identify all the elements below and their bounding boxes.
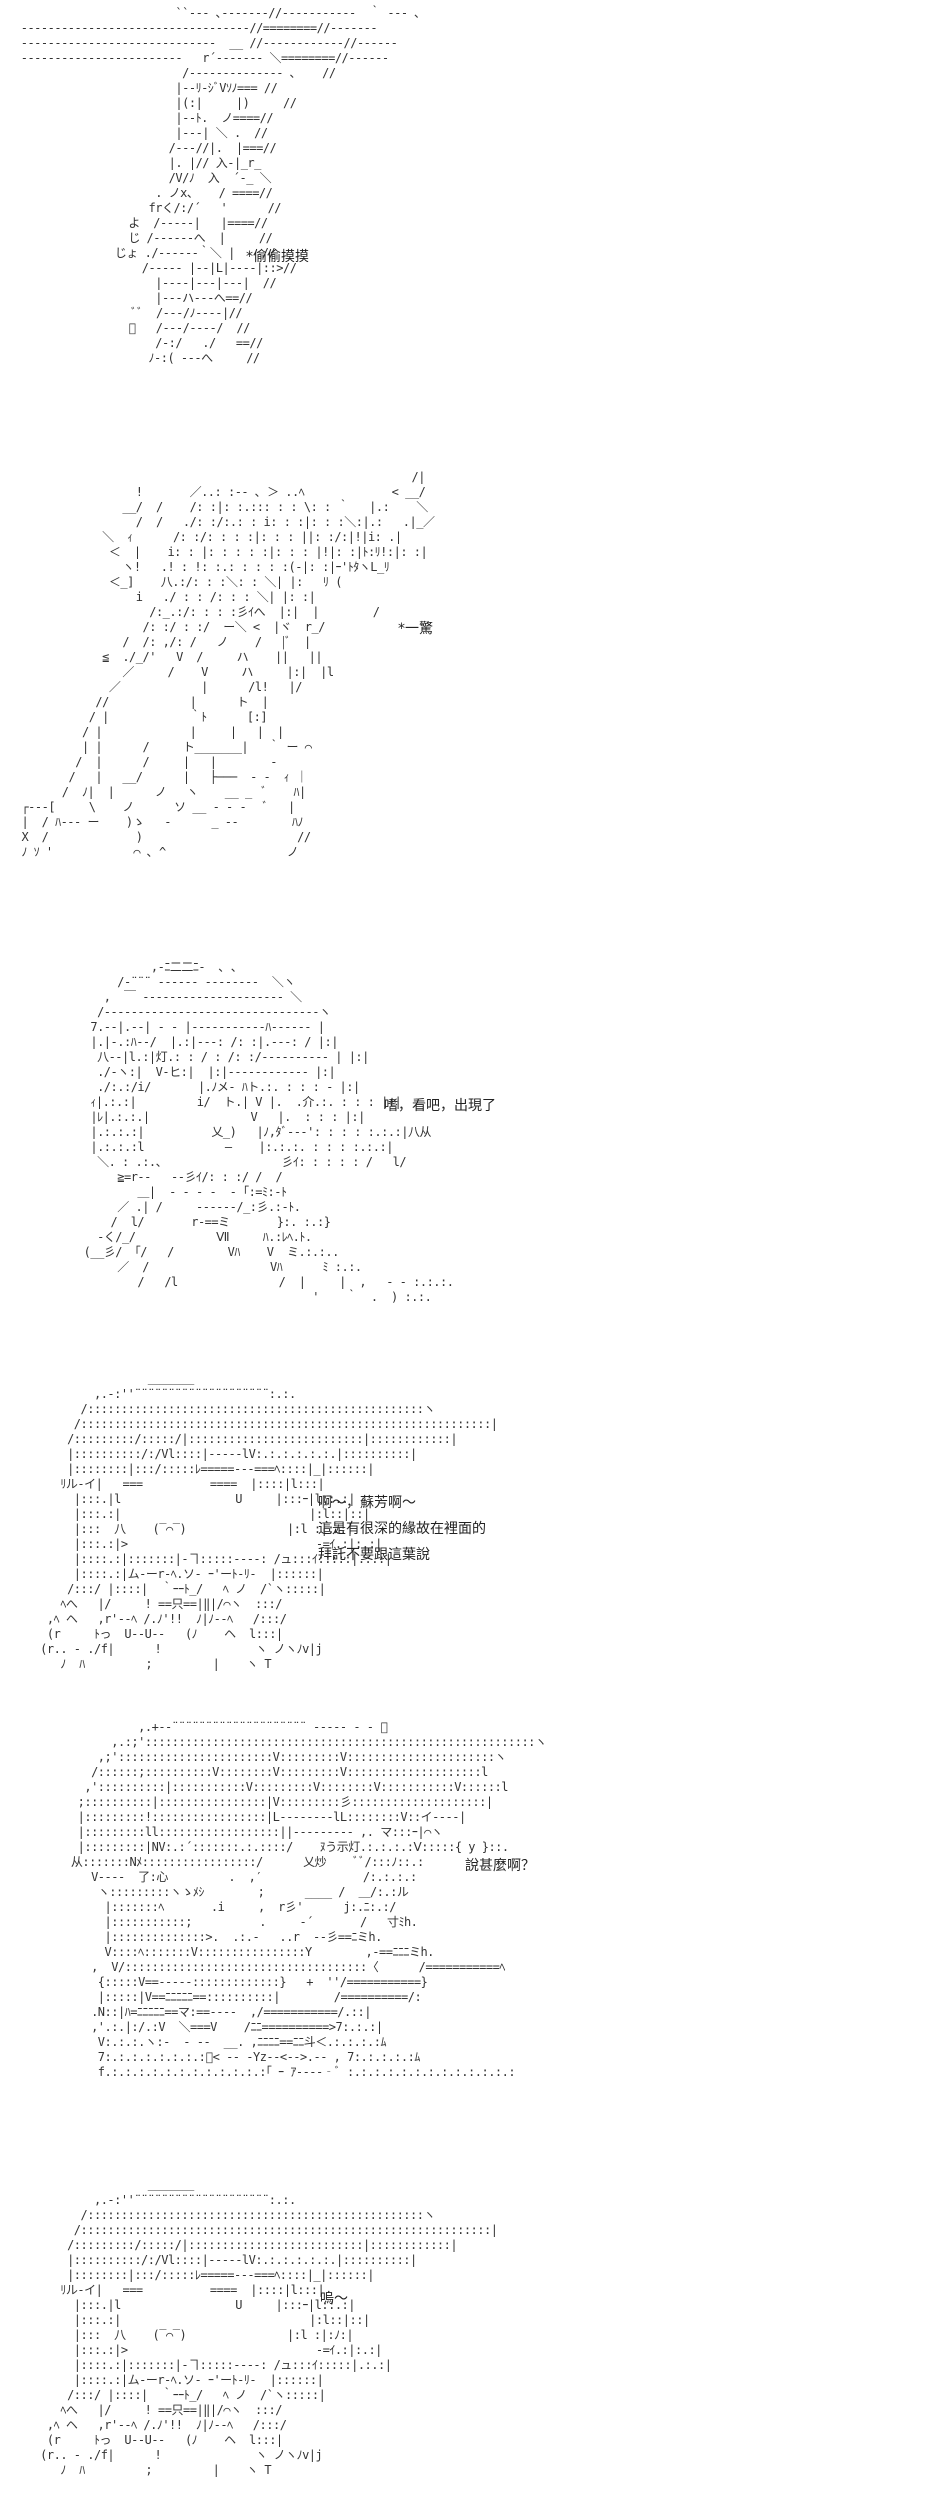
ascii-art-startled-figure: /| ! ／..: :‐‐ ､ ＞ ..ﾍ < __/ __/ / /: :|:… — [21, 470, 435, 859]
ascii-art-sneaking-figure: ``-‐- ､‐‐‐‐‐‐‐//‐‐‐‐‐‐‐‐‐‐‐ ｀ -‐- ､ ‐‐‐‐… — [20, 6, 421, 365]
sound-effect-text: *偷偷摸摸 — [246, 249, 309, 265]
speech-text: 拜託不要跟這葉說 — [318, 1547, 430, 1563]
panel-6: ＿＿＿＿ ,.‐:''¨¨¨¨¨¨¨¨¨¨¨¨¨¨¨¨¨¨¨¨:.:. /:::… — [0, 2160, 950, 2520]
panel-3: ,‐ﾆ二二ﾆ‐ ､ 、 /‐¨¨¨ ‐‐‐‐‐‐ ‐‐‐‐‐‐‐‐ ＼ヽ , ￣… — [0, 940, 950, 1320]
ascii-art-girl-portrait: ＿＿＿＿ ,.‐:''¨¨¨¨¨¨¨¨¨¨¨¨¨¨¨¨¨¨¨¨:.:. /:::… — [40, 2178, 498, 2477]
panel-2: /| ! ／..: :‐‐ ､ ＞ ..ﾍ < __/ __/ / /: :|:… — [0, 460, 950, 940]
panel-1: ``-‐- ､‐‐‐‐‐‐‐//‐‐‐‐‐‐‐‐‐‐‐ ｀ -‐- ､ ‐‐‐‐… — [0, 0, 950, 460]
speech-text: 嗜，看吧，出現了 — [384, 1098, 496, 1114]
speech-text: 這是有很深的緣故在裡面的 — [318, 1521, 486, 1537]
ascii-art-two-figures: ,.+‐‐¨¨¨¨¨¨¨¨¨¨¨¨¨¨¨¨¨¨¨¨ ‐‐‐‐‐ ‐ ‐ ﾞ ,.… — [70, 1720, 547, 2079]
speech-text: 嗚～ — [320, 2291, 348, 2307]
ascii-art-pointing-figure: ,‐ﾆ二二ﾆ‐ ､ 、 /‐¨¨¨ ‐‐‐‐‐‐ ‐‐‐‐‐‐‐‐ ＼ヽ , ￣… — [83, 960, 454, 1304]
ascii-art-girl-portrait: ＿＿＿＿ ,.‐:''¨¨¨¨¨¨¨¨¨¨¨¨¨¨¨¨¨¨¨¨:.:. /:::… — [40, 1372, 498, 1671]
panel-4: ＿＿＿＿ ,.‐:''¨¨¨¨¨¨¨¨¨¨¨¨¨¨¨¨¨¨¨¨:.:. /:::… — [0, 1320, 950, 1720]
panel-5: ,.+‐‐¨¨¨¨¨¨¨¨¨¨¨¨¨¨¨¨¨¨¨¨ ‐‐‐‐‐ ‐ ‐ ﾞ ,.… — [0, 1720, 950, 2160]
speech-text: 說甚麼啊？ — [465, 1858, 535, 1874]
sound-effect-text: *一驚 — [398, 621, 433, 637]
speech-text: 啊～，蘇芳啊～ — [318, 1495, 416, 1511]
